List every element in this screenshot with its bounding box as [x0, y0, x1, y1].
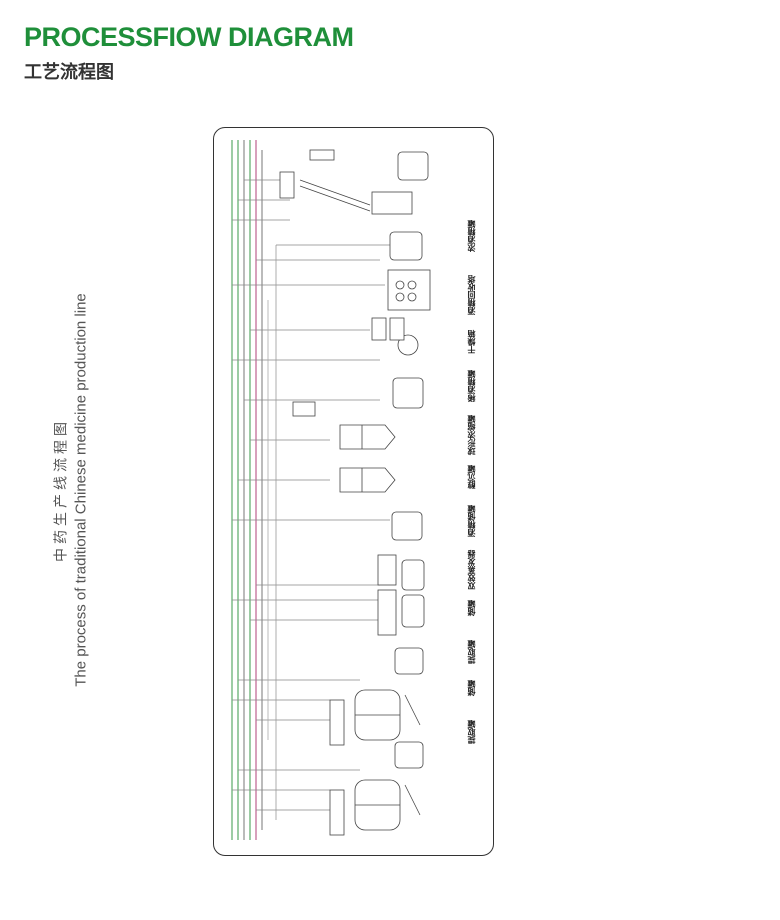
alcohol-storage-tank [391, 511, 423, 541]
stage-labels: 提取罐 储罐 提取罐 储罐 双效蒸发器 酒精储罐 醇沉罐 球形浓缩罐 稀酒精罐 … [466, 180, 486, 820]
stage-label: 双效蒸发器 [467, 550, 476, 590]
spherical-concentrator [292, 401, 316, 417]
stage-label: 提取罐 [467, 720, 476, 744]
stage-label: 浓酒精罐 [467, 220, 476, 252]
extraction-tank-1 [329, 779, 421, 836]
dilute-alcohol-tank [392, 377, 424, 409]
extraction-tank-2 [329, 689, 421, 746]
stage-label: 酒精储罐 [467, 505, 476, 537]
stage-label: 醇沉罐 [467, 465, 476, 489]
stage-label: 储罐 [467, 600, 476, 616]
stage-label: 干燥箱 [467, 330, 476, 354]
stage-label: 球形浓缩罐 [467, 415, 476, 455]
stage-label: 稀酒精罐 [467, 370, 476, 402]
storage-tank-2 [394, 647, 424, 675]
concentrated-alcohol-tank [389, 231, 423, 261]
condenser-unit [279, 149, 429, 215]
stage-label: 提取罐 [467, 640, 476, 664]
equipment [279, 149, 431, 836]
stage-label: 储罐 [467, 680, 476, 696]
title-english: PROCESSFIOW DIAGRAM [24, 22, 354, 52]
alcohol-precipitation-tank-2 [339, 424, 396, 450]
storage-tank-1 [394, 741, 424, 769]
drying-oven [371, 317, 419, 356]
alcohol-recovery-column [387, 269, 431, 311]
alcohol-precipitation-tank-1 [339, 467, 396, 493]
branch-pipes [232, 179, 390, 820]
utility-pipes [231, 140, 263, 840]
title-chinese: 工艺流程图 [24, 62, 114, 83]
double-effect-evaporator [377, 554, 425, 636]
stage-label: 酒精回收塔 [467, 275, 476, 315]
